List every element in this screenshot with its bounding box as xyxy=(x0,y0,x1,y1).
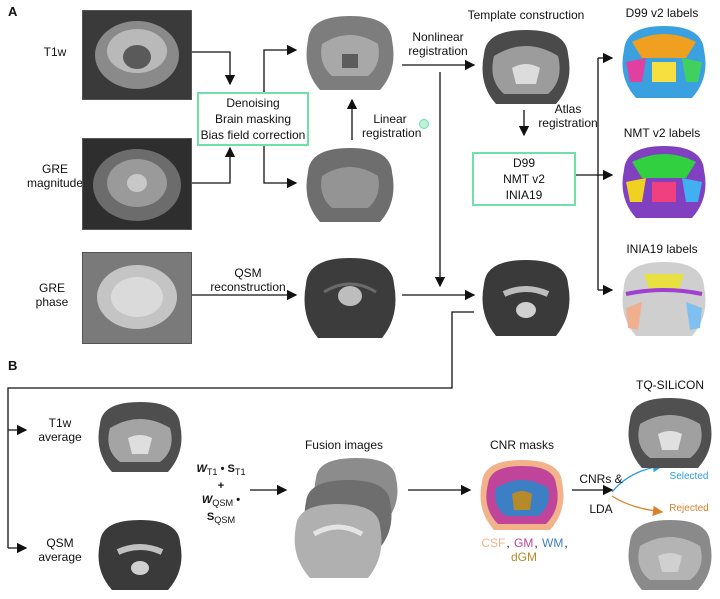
qsm-image xyxy=(298,252,402,342)
cnrs-label: CNRs & xyxy=(579,472,623,486)
atlas-nmt: NMT v2 xyxy=(503,172,545,186)
legend-dgm: dGM xyxy=(510,550,537,564)
tq-silicon-selected-image xyxy=(622,394,718,470)
t1w-preprocessed-image xyxy=(298,10,402,94)
t1w-label: T1w xyxy=(43,45,67,59)
qsm-average-image xyxy=(92,516,188,592)
gre-phase-image xyxy=(82,252,192,344)
legend-wm: WM xyxy=(542,536,564,550)
panel-b-label: B xyxy=(8,358,18,373)
gre-magnitude-image xyxy=(82,138,192,230)
tq-silicon-label: TQ-SILiCON xyxy=(635,378,704,392)
inia19-labels-image xyxy=(616,258,712,338)
tq-silicon-rejected-image xyxy=(622,516,718,592)
legend-gm: GM xyxy=(513,536,534,550)
preprocessing-box: Denoising Brain masking Bias field corre… xyxy=(197,92,309,146)
template-construction-label: Template construction xyxy=(467,8,585,22)
fusion-images-label: Fusion images xyxy=(304,438,384,452)
t1w-average-image xyxy=(92,398,188,474)
fusion-images-stack xyxy=(290,456,408,590)
cnr-legend: CSF, GM, WM, dGM xyxy=(481,536,568,564)
inia19-labels-title: INIA19 labels xyxy=(626,242,698,256)
d99-labels-image xyxy=(616,22,712,100)
nmt-labels-title: NMT v2 labels xyxy=(623,126,701,140)
atlas-inia19: INIA19 xyxy=(505,188,543,202)
gre-magnitude-preprocessed-image xyxy=(298,142,402,226)
panel-a-label: A xyxy=(8,4,18,19)
selected-label: Selected xyxy=(669,471,709,482)
preproc-brain-masking: Brain masking xyxy=(214,112,292,126)
d99-labels-title: D99 v2 labels xyxy=(625,6,699,20)
qsm-template-image xyxy=(474,254,578,340)
nmt-labels-image xyxy=(616,142,712,220)
atlas-d99: D99 xyxy=(512,156,535,170)
fusion-formula: WT1 • ST1 + WQSM • SQSM xyxy=(196,463,246,526)
atlas-box: D99 NMT v2 INIA19 xyxy=(472,152,576,206)
cnr-masks-label: CNR masks xyxy=(489,438,554,452)
t1w-image xyxy=(82,10,192,100)
legend-csf: CSF xyxy=(481,536,506,550)
rejected-label: Rejected xyxy=(669,503,709,514)
t1w-template-image xyxy=(474,24,578,108)
cnr-masks-image xyxy=(474,456,570,532)
preproc-bias-field: Bias field correction xyxy=(200,128,306,142)
preproc-denoising: Denoising xyxy=(226,96,280,110)
lda-label: LDA xyxy=(589,502,613,516)
